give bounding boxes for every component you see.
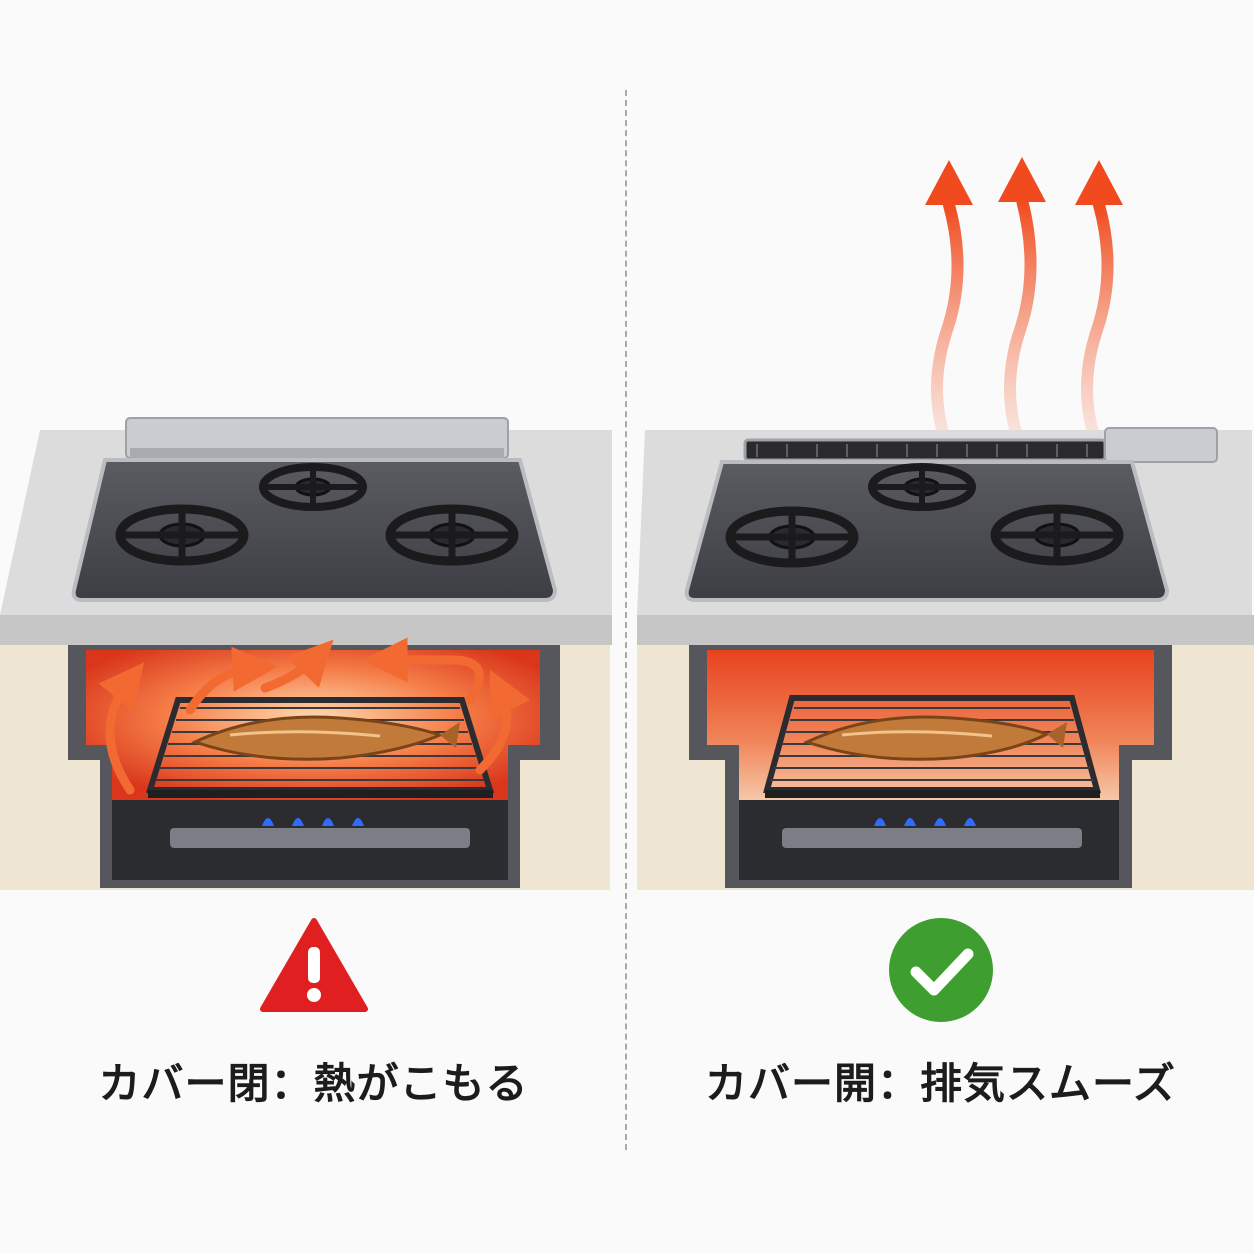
exhaust-heat-arrows bbox=[925, 157, 1123, 451]
grilled-fish bbox=[190, 715, 460, 761]
exhaust-vent-grille bbox=[743, 438, 1107, 462]
burner-right bbox=[385, 504, 519, 566]
burner-left bbox=[115, 504, 249, 566]
caption-cover-closed: カバー閉：熱がこもる bbox=[98, 1059, 529, 1108]
stove-illustration-open bbox=[637, 157, 1254, 890]
burner-tray bbox=[170, 828, 470, 848]
warning-triangle-icon bbox=[259, 918, 368, 1012]
countertop-edge bbox=[0, 615, 612, 645]
grilled-fish bbox=[802, 715, 1067, 761]
burner-right bbox=[990, 504, 1124, 566]
status-icon-wrapper bbox=[627, 915, 1254, 1025]
panel-divider bbox=[625, 90, 627, 1150]
panel-cover-closed: カバー閉：熱がこもる bbox=[0, 417, 627, 1108]
status-icon-wrapper bbox=[0, 915, 627, 1025]
burner-back bbox=[868, 463, 976, 511]
burner-left bbox=[725, 506, 859, 568]
countertop-edge bbox=[637, 615, 1254, 645]
gas-flames bbox=[262, 818, 364, 826]
panel-cover-open: カバー開：排気スムーズ bbox=[627, 0, 1254, 1254]
heat-recirculation-arrows bbox=[98, 637, 531, 795]
check-circle-icon bbox=[888, 918, 993, 1022]
gas-flames bbox=[874, 818, 976, 826]
back-cover-open bbox=[1104, 427, 1218, 463]
stove-illustration-closed bbox=[0, 417, 612, 890]
burner-back bbox=[259, 463, 367, 511]
caption-cover-open: カバー開：排気スムーズ bbox=[705, 1059, 1176, 1108]
burner-tray bbox=[782, 828, 1082, 848]
